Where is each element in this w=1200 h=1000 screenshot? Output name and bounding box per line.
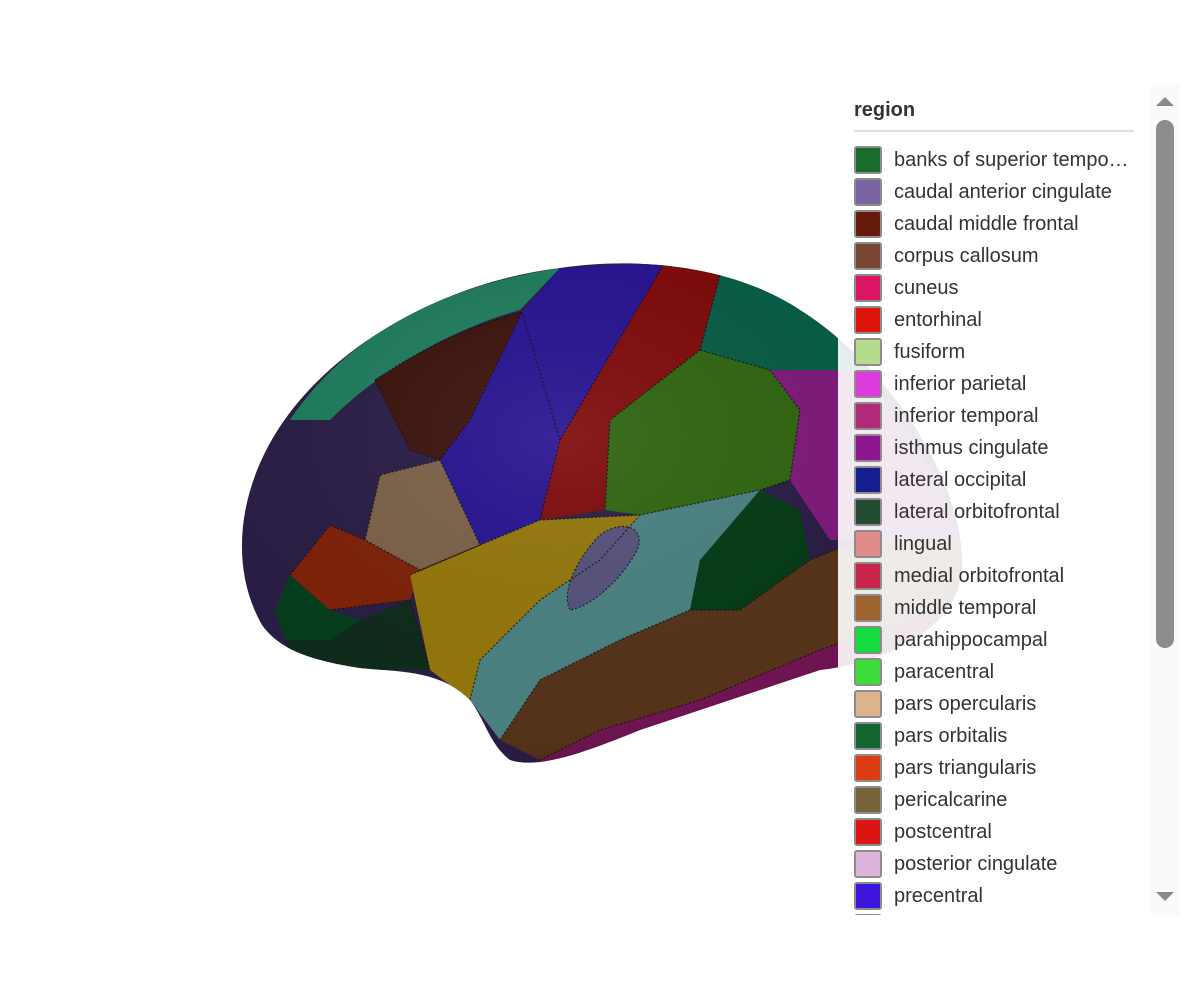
legend-item[interactable]: banks of superior tempo… bbox=[854, 144, 1134, 176]
legend-item-label: isthmus cingulate bbox=[894, 436, 1049, 459]
region-borders bbox=[289, 263, 961, 761]
legend-item[interactable]: lateral orbitofrontal bbox=[854, 496, 1134, 528]
legend-item-label: lingual bbox=[894, 532, 952, 555]
legend-item[interactable]: postcentral bbox=[854, 816, 1134, 848]
legend-list: banks of superior tempo… caudal anterior … bbox=[854, 144, 1134, 915]
color-swatch-icon bbox=[854, 498, 882, 526]
color-swatch-icon bbox=[854, 274, 882, 302]
legend-item[interactable]: parahippocampal bbox=[854, 624, 1134, 656]
legend-item-label: inferior temporal bbox=[894, 404, 1039, 427]
color-swatch-icon bbox=[854, 690, 882, 718]
legend-item[interactable]: caudal anterior cingulate bbox=[854, 176, 1134, 208]
legend-item-label: inferior parietal bbox=[894, 372, 1027, 395]
legend-item[interactable]: middle temporal bbox=[854, 592, 1134, 624]
color-swatch-icon bbox=[854, 722, 882, 750]
color-swatch-icon bbox=[854, 914, 882, 915]
color-swatch-icon bbox=[854, 370, 882, 398]
legend-item-label: pars triangularis bbox=[894, 756, 1037, 779]
color-swatch-icon bbox=[854, 626, 882, 654]
scroll-down-arrow-icon[interactable] bbox=[1156, 892, 1174, 901]
legend-item-label: precentral bbox=[894, 884, 983, 907]
legend-item-label: posterior cingulate bbox=[894, 852, 1058, 875]
legend-item[interactable]: isthmus cingulate bbox=[854, 432, 1134, 464]
legend-item[interactable]: medial orbitofrontal bbox=[854, 560, 1134, 592]
color-swatch-icon bbox=[854, 530, 882, 558]
color-swatch-icon bbox=[854, 562, 882, 590]
legend-item[interactable]: corpus callosum bbox=[854, 240, 1134, 272]
color-swatch-icon bbox=[854, 402, 882, 430]
color-swatch-icon bbox=[854, 306, 882, 334]
legend-panel: region banks of superior tempo… caudal an… bbox=[838, 85, 1150, 915]
legend-item[interactable]: precentral bbox=[854, 880, 1134, 912]
legend-item-label: banks of superior tempo… bbox=[894, 148, 1129, 171]
legend-item[interactable]: lingual bbox=[854, 528, 1134, 560]
legend-item[interactable]: caudal middle frontal bbox=[854, 208, 1134, 240]
legend-item-label: lateral orbitofrontal bbox=[894, 500, 1060, 523]
color-swatch-icon bbox=[854, 658, 882, 686]
legend-item[interactable]: lateral occipital bbox=[854, 464, 1134, 496]
legend-item[interactable]: fusiform bbox=[854, 336, 1134, 368]
legend-item-label: caudal middle frontal bbox=[894, 212, 1079, 235]
color-swatch-icon bbox=[854, 594, 882, 622]
legend-item[interactable]: entorhinal bbox=[854, 304, 1134, 336]
color-swatch-icon bbox=[854, 882, 882, 910]
color-swatch-icon bbox=[854, 210, 882, 238]
legend-item-label: pars opercularis bbox=[894, 692, 1037, 715]
legend-item-label: pars orbitalis bbox=[894, 724, 1008, 747]
legend-item-label: pericalcarine bbox=[894, 788, 1008, 811]
color-swatch-icon bbox=[854, 850, 882, 878]
legend-item[interactable]: cuneus bbox=[854, 272, 1134, 304]
legend-item[interactable]: posterior cingulate bbox=[854, 848, 1134, 880]
legend-item-label: medial orbitofrontal bbox=[894, 564, 1065, 587]
color-swatch-icon bbox=[854, 786, 882, 814]
color-swatch-icon bbox=[854, 818, 882, 846]
legend-item[interactable]: inferior parietal bbox=[854, 368, 1134, 400]
scrollbar-thumb[interactable] bbox=[1156, 120, 1174, 648]
legend-title: region bbox=[854, 99, 1134, 132]
color-swatch-icon bbox=[854, 434, 882, 462]
color-swatch-icon bbox=[854, 466, 882, 494]
color-swatch-icon bbox=[854, 178, 882, 206]
legend-item[interactable]: paracentral bbox=[854, 656, 1134, 688]
legend-item-label: lateral occipital bbox=[894, 468, 1027, 491]
color-swatch-icon bbox=[854, 146, 882, 174]
legend-item-label: cuneus bbox=[894, 276, 959, 299]
legend-item[interactable]: inferior temporal bbox=[854, 400, 1134, 432]
legend-scrollbar[interactable] bbox=[1150, 85, 1180, 915]
legend-item[interactable]: pars orbitalis bbox=[854, 720, 1134, 752]
legend-item-label: corpus callosum bbox=[894, 244, 1039, 267]
legend-item-label: fusiform bbox=[894, 340, 966, 363]
legend-item[interactable] bbox=[854, 912, 1134, 915]
legend-item-label: middle temporal bbox=[894, 596, 1037, 619]
legend-item-label: parahippocampal bbox=[894, 628, 1048, 651]
legend-item-label: entorhinal bbox=[894, 308, 982, 331]
legend-item[interactable]: pericalcarine bbox=[854, 784, 1134, 816]
legend-item-label: caudal anterior cingulate bbox=[894, 180, 1112, 203]
color-swatch-icon bbox=[854, 242, 882, 270]
color-swatch-icon bbox=[854, 754, 882, 782]
color-swatch-icon bbox=[854, 338, 882, 366]
legend-item[interactable]: pars opercularis bbox=[854, 688, 1134, 720]
legend-item-label: paracentral bbox=[894, 660, 995, 683]
scroll-up-arrow-icon[interactable] bbox=[1156, 97, 1174, 106]
legend-item[interactable]: pars triangularis bbox=[854, 752, 1134, 784]
legend-item-label: postcentral bbox=[894, 820, 992, 843]
